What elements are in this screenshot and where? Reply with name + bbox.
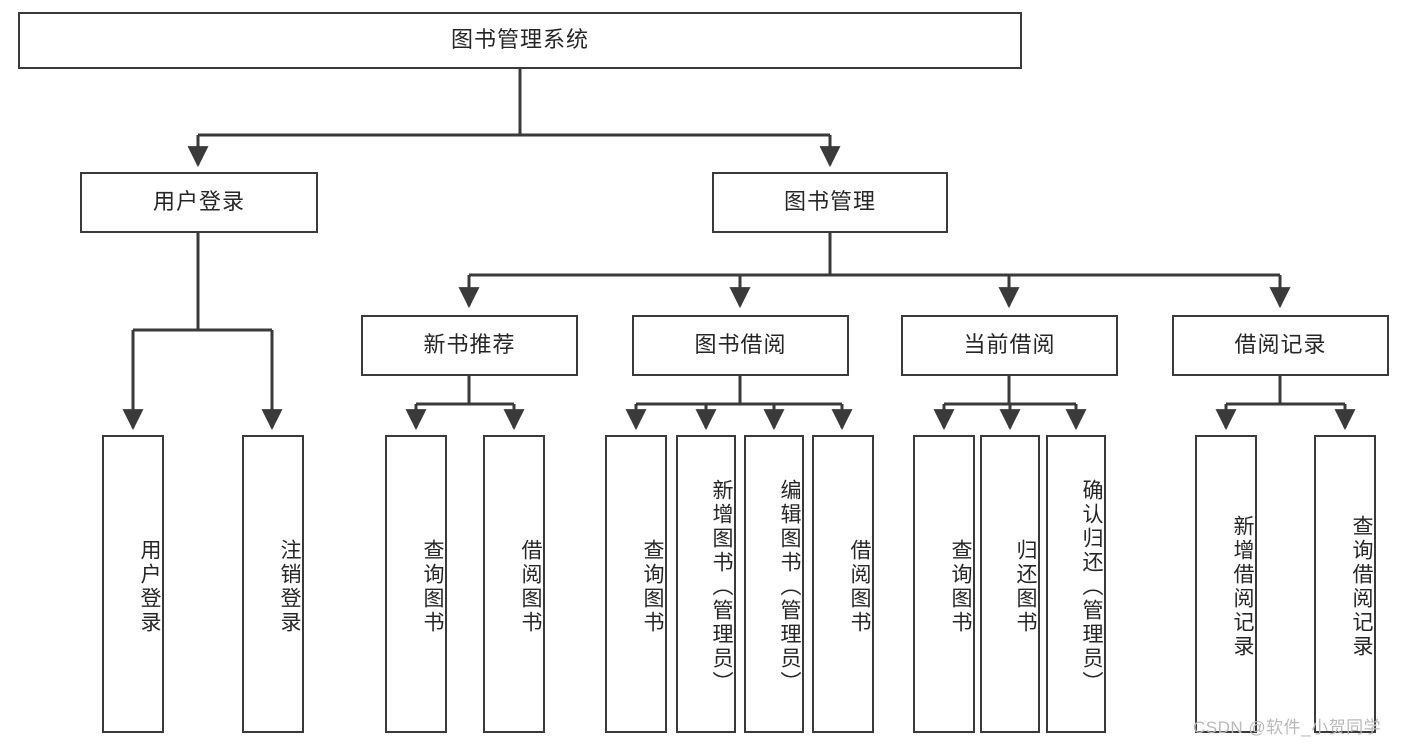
node-new-book-recommend[interactable]: 新书推荐 [361, 315, 578, 376]
leaf-current-borrow-confirm-return-admin[interactable]: 确认归还（管理员） [1046, 435, 1106, 733]
node-label: 查询借阅记录 [1350, 515, 1373, 659]
leaf-book-borrow-add-book-admin[interactable]: 新增图书（管理员） [676, 435, 736, 733]
leaf-borrow-record-add-record[interactable]: 新增借阅记录 [1195, 435, 1257, 733]
node-label: 当前借阅 [963, 332, 1056, 358]
node-borrow-record[interactable]: 借阅记录 [1172, 315, 1389, 376]
leaf-book-borrow-borrow-book[interactable]: 借阅图书 [812, 435, 874, 733]
node-label: 编辑图书（管理员） [778, 479, 801, 695]
node-label: 确认归还（管理员） [1080, 479, 1103, 695]
node-label: 归还图书 [1014, 539, 1037, 635]
leaf-user-login-logout[interactable]: 注销登录 [242, 435, 304, 733]
node-label: 用户登录 [138, 539, 161, 635]
node-current-borrow[interactable]: 当前借阅 [901, 315, 1118, 376]
node-label: 图书借阅 [694, 332, 787, 358]
node-label: 新增借阅记录 [1231, 515, 1254, 659]
node-label: 查询图书 [949, 539, 972, 635]
node-label: 图书管理系统 [450, 27, 589, 53]
leaf-user-login-login[interactable]: 用户登录 [102, 435, 164, 733]
node-book-management[interactable]: 图书管理 [712, 172, 948, 233]
node-label: 用户登录 [152, 189, 245, 215]
leaf-borrow-record-query-record[interactable]: 查询借阅记录 [1314, 435, 1376, 733]
leaf-current-borrow-query-book[interactable]: 查询图书 [913, 435, 975, 733]
node-label: 注销登录 [278, 539, 301, 635]
node-label: 借阅图书 [519, 539, 542, 635]
leaf-book-borrow-query-book[interactable]: 查询图书 [605, 435, 667, 733]
node-user-login[interactable]: 用户登录 [80, 172, 318, 233]
node-label: 新增图书（管理员） [710, 479, 733, 695]
node-label: 新书推荐 [423, 332, 516, 358]
node-label: 查询图书 [641, 539, 664, 635]
node-book-borrow[interactable]: 图书借阅 [632, 315, 849, 376]
leaf-new-book-borrow-book[interactable]: 借阅图书 [483, 435, 545, 733]
leaf-new-book-query-book[interactable]: 查询图书 [385, 435, 447, 733]
node-label: 借阅图书 [848, 539, 871, 635]
leaf-book-borrow-edit-book-admin[interactable]: 编辑图书（管理员） [744, 435, 804, 733]
node-label: 图书管理 [783, 189, 876, 215]
node-label: 借阅记录 [1234, 332, 1327, 358]
node-label: 查询图书 [421, 539, 444, 635]
leaf-current-borrow-return-book[interactable]: 归还图书 [980, 435, 1040, 733]
node-root-book-management-system[interactable]: 图书管理系统 [18, 12, 1022, 69]
